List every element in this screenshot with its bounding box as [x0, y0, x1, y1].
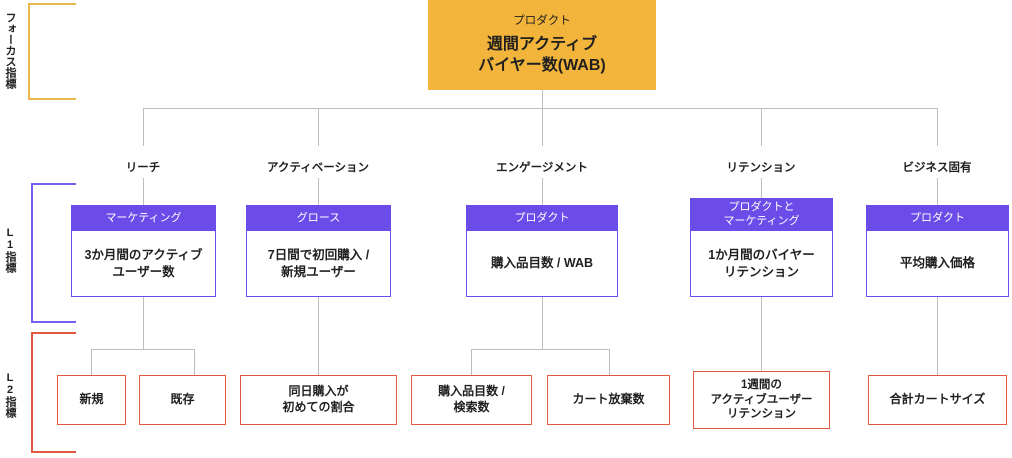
l2-metric-box-sameday[interactable]: 同日購入が 初めての割合 — [240, 375, 397, 425]
l2-metric-box-new[interactable]: 新規 — [57, 375, 126, 425]
l1-owner-reach: マーケティング — [72, 206, 215, 231]
l1-name-retention-line1: 1か月間のバイヤー — [708, 247, 815, 262]
connector-col-1-drop — [143, 108, 144, 146]
l1-name-retention: 1か月間のバイヤー リテンション — [691, 231, 832, 296]
l2-metric-box-items-per-search[interactable]: 購入品目数 / 検索数 — [411, 375, 532, 425]
l1-owner-retention-label: プロダクトと — [728, 201, 795, 214]
l2-metric-sameday-line2: 初めての割合 — [282, 400, 355, 414]
l2-metric-box-weekly-retention[interactable]: 1週間の アクティブユーザー リテンション — [693, 371, 830, 429]
l1-metric-box-engagement[interactable]: プロダクト 購入品目数 / WAB — [466, 205, 618, 297]
l2-metric-items-line2: 検索数 — [453, 400, 490, 414]
l1-owner-engagement-label: プロダクト — [514, 211, 570, 224]
connector-label-4-to-l1 — [761, 178, 762, 198]
connector-col-5-drop — [937, 108, 938, 146]
focus-metric-name-line2: バイヤー数(WAB) — [478, 56, 606, 74]
l1-owner-retention: プロダクトと マーケティング — [691, 199, 832, 231]
connector-reach-child-1 — [91, 349, 92, 375]
l1-name-business: 平均購入価格 — [867, 231, 1008, 296]
l1-owner-business: プロダクト — [867, 206, 1008, 231]
l1-owner-reach-label: マーケティング — [105, 211, 182, 224]
column-label-business: ビジネス固有 — [902, 162, 972, 174]
column-label-engagement: エンゲージメント — [496, 162, 588, 174]
column-label-activation: アクティベーション — [266, 162, 369, 174]
rail-bracket-l1 — [31, 183, 76, 323]
connector-activation-stem — [318, 297, 319, 375]
l2-metric-box-total-cart-size[interactable]: 合計カートサイズ — [868, 375, 1007, 425]
connector-focus-bus — [143, 108, 938, 109]
connector-reach-bus — [91, 349, 195, 350]
l1-name-retention-line2: リテンション — [723, 264, 799, 279]
l1-metric-box-reach[interactable]: マーケティング 3か月間のアクティブ ユーザー数 — [71, 205, 216, 297]
rail-label-focus: フォーカス指標 — [4, 11, 16, 89]
l2-metric-new-label: 新規 — [79, 392, 104, 407]
connector-col-4-drop — [761, 108, 762, 146]
connector-engagement-child-2 — [609, 349, 610, 375]
connector-label-1-to-l1 — [143, 178, 144, 205]
connector-retention-stem — [761, 297, 762, 371]
l1-metric-box-activation[interactable]: グロース 7日間で初回購入 / 新規ユーザー — [246, 205, 391, 297]
connector-reach-child-2 — [194, 349, 195, 375]
l2-metric-items-line1: 購入品目数 / — [438, 384, 505, 399]
l1-name-activation: 7日間で初回購入 / 新規ユーザー — [247, 231, 390, 296]
connector-engagement-stem — [542, 297, 543, 349]
connector-reach-stem — [143, 297, 144, 349]
focus-metric-name-line1: 週間アクティブ — [486, 35, 598, 53]
l1-name-activation-line2: 新規ユーザー — [281, 264, 356, 279]
l1-owner-activation-label: グロース — [296, 211, 341, 224]
connector-focus-stem — [542, 90, 543, 108]
l2-metric-box-cart-abandon[interactable]: カート放棄数 — [547, 375, 670, 425]
connector-engagement-child-1 — [471, 349, 472, 375]
l2-metric-total-cart-size-label: 合計カートサイズ — [889, 392, 986, 407]
l2-metric-sameday-line1: 同日購入が — [288, 384, 349, 399]
l1-name-business-line1: 平均購入価格 — [899, 256, 975, 271]
column-label-reach: リーチ — [125, 162, 161, 174]
rail-label-l1: L1指標 — [4, 227, 16, 273]
focus-metric-owner: プロダクト — [513, 14, 571, 27]
rail-label-l2: L2指標 — [4, 372, 16, 418]
l1-owner-retention-label2: マーケティング — [723, 215, 800, 227]
rail-bracket-focus — [28, 3, 76, 100]
l1-metric-box-business[interactable]: プロダクト 平均購入価格 — [866, 205, 1009, 297]
focus-metric-box[interactable]: プロダクト 週間アクティブ バイヤー数(WAB) — [428, 0, 656, 90]
l1-owner-activation: グロース — [247, 206, 390, 231]
l1-metric-box-retention[interactable]: プロダクトと マーケティング 1か月間のバイヤー リテンション — [690, 198, 833, 297]
connector-label-3-to-l1 — [542, 178, 543, 205]
l2-metric-box-existing[interactable]: 既存 — [139, 375, 226, 425]
l2-metric-weekly-retention-line3: リテンション — [726, 408, 796, 421]
l1-name-engagement: 購入品目数 / WAB — [467, 231, 617, 296]
connector-label-2-to-l1 — [318, 178, 319, 205]
l2-metric-weekly-retention-line2: アクティブユーザー — [710, 393, 813, 406]
rail-bracket-l2 — [31, 332, 76, 453]
l2-metric-weekly-retention-line1: 1週間の — [741, 378, 782, 391]
l1-name-reach: 3か月間のアクティブ ユーザー数 — [72, 231, 215, 296]
connector-engagement-bus — [471, 349, 610, 350]
l1-owner-engagement: プロダクト — [467, 206, 617, 231]
l1-name-reach-line2: ユーザー数 — [112, 264, 175, 279]
l1-name-activation-line1: 7日間で初回購入 / — [267, 247, 370, 262]
connector-business-stem — [937, 297, 938, 375]
l1-name-reach-line1: 3か月間のアクティブ — [84, 247, 203, 262]
l2-metric-existing-label: 既存 — [170, 392, 195, 407]
connector-col-2-drop — [318, 108, 319, 146]
column-label-retention: リテンション — [726, 162, 796, 174]
connector-col-3-drop — [542, 108, 543, 146]
connector-label-5-to-l1 — [937, 178, 938, 205]
l1-owner-business-label: プロダクト — [910, 211, 965, 224]
l1-name-engagement-line1: 購入品目数 / WAB — [490, 256, 594, 271]
l2-metric-cart-abandon-label: カート放棄数 — [572, 392, 645, 407]
